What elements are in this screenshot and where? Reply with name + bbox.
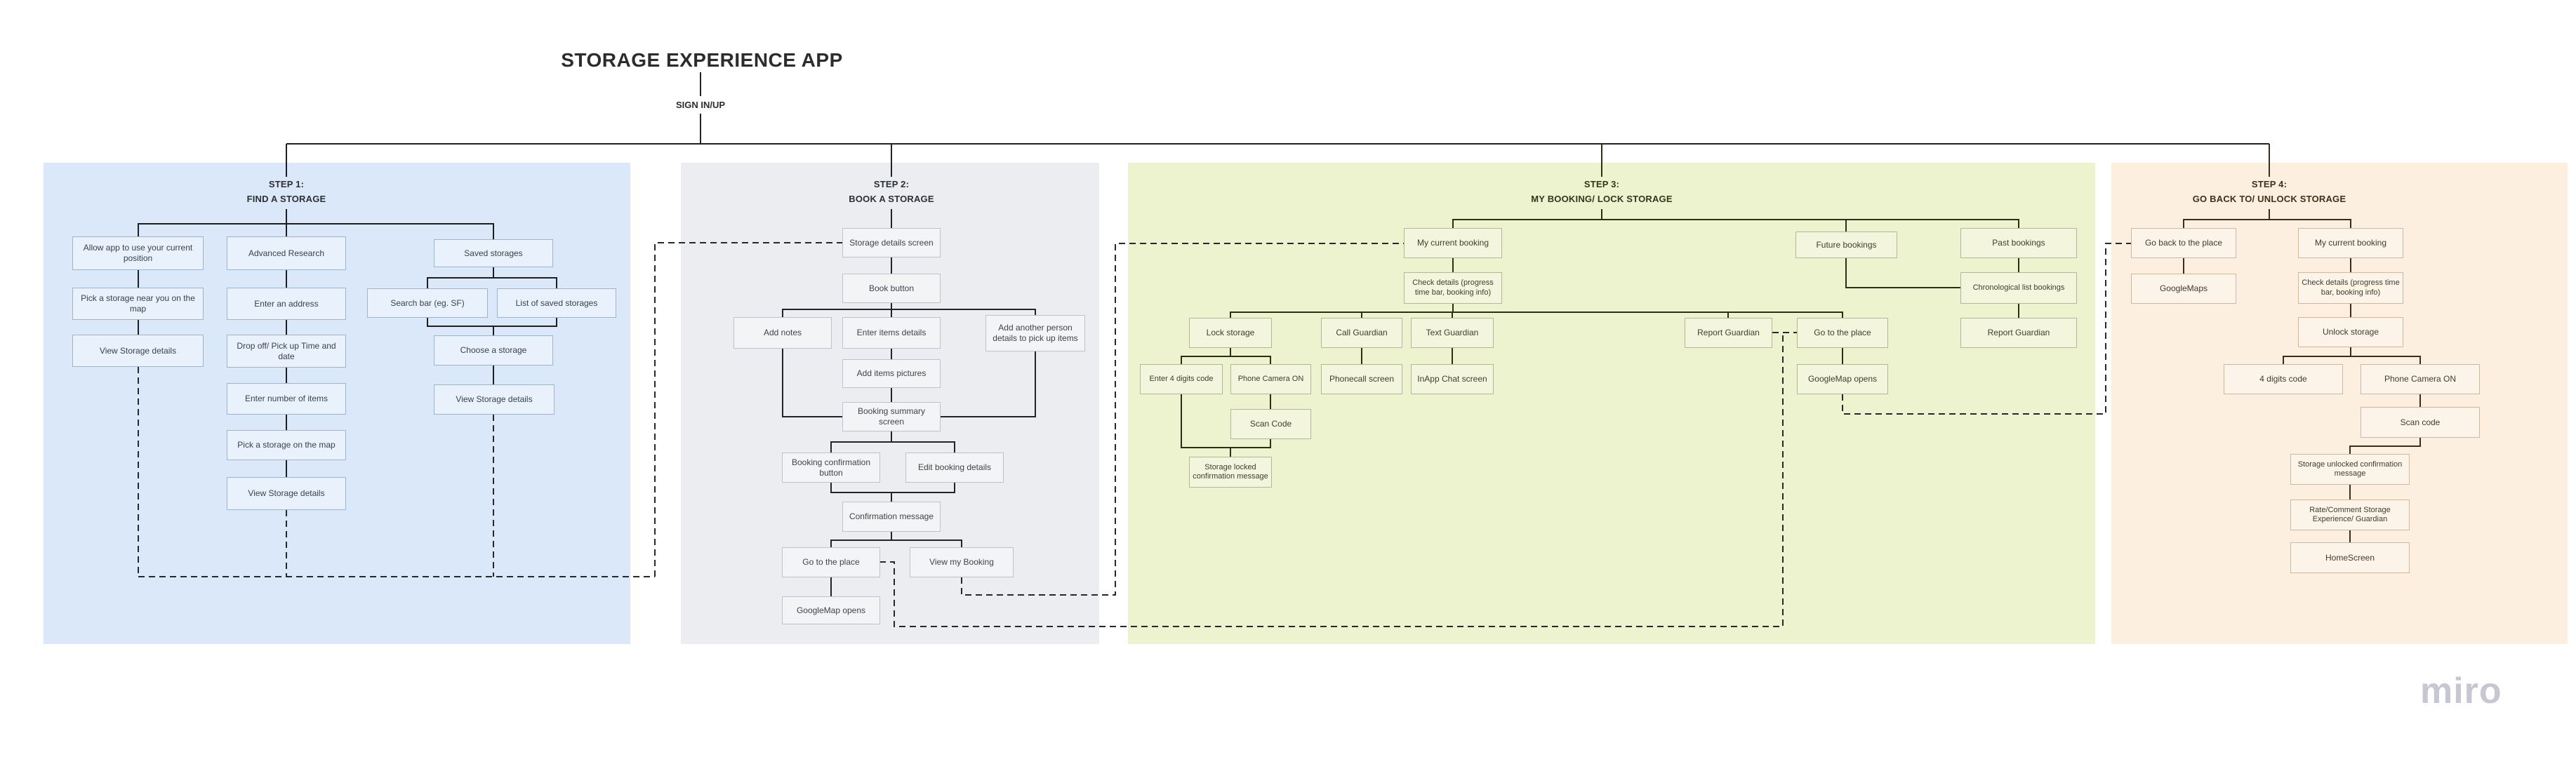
step3-header-line1: STEP 3: <box>1584 179 1620 189</box>
step4-header: STEP 4: GO BACK TO/ UNLOCK STORAGE <box>2150 177 2389 206</box>
node-future-bookings[interactable]: Future bookings <box>1795 232 1897 258</box>
node-chronological-list-bookings[interactable]: Chronological list bookings <box>1960 272 2077 304</box>
node-storage-details-screen[interactable]: Storage details screen <box>842 228 941 257</box>
node-phone-camera-on-step3[interactable]: Phone Camera ON <box>1230 364 1311 394</box>
node-googlemap-opens-step3[interactable]: GoogleMap opens <box>1797 364 1888 394</box>
node-my-current-booking-step4[interactable]: My current booking <box>2298 228 2403 258</box>
node-add-another-person[interactable]: Add another person details to pick up it… <box>985 315 1085 351</box>
step1-header: STEP 1: FIND A STORAGE <box>167 177 406 206</box>
node-search-bar[interactable]: Search bar (eg. SF) <box>367 288 488 318</box>
node-advanced-research[interactable]: Advanced Research <box>227 236 346 270</box>
node-check-details-step3[interactable]: Check details (progress time bar, bookin… <box>1404 272 1502 304</box>
node-unlock-storage[interactable]: Unlock storage <box>2298 317 2403 347</box>
node-edit-booking-details[interactable]: Edit booking details <box>905 453 1004 483</box>
node-inapp-chat-screen[interactable]: InApp Chat screen <box>1411 364 1494 394</box>
step2-header: STEP 2: BOOK A STORAGE <box>772 177 1011 206</box>
node-googlemaps[interactable]: GoogleMaps <box>2131 274 2236 304</box>
node-check-details-step4[interactable]: Check details (progress time bar, bookin… <box>2298 272 2403 304</box>
node-rate-comment-experience[interactable]: Rate/Comment Storage Experience/ Guardia… <box>2290 500 2410 530</box>
node-4-digits-code[interactable]: 4 digits code <box>2224 364 2343 394</box>
step4-header-line1: STEP 4: <box>2251 179 2288 189</box>
node-go-back-to-the-place[interactable]: Go back to the place <box>2131 228 2236 258</box>
node-enter-number-of-items[interactable]: Enter number of items <box>227 383 346 415</box>
node-add-notes[interactable]: Add notes <box>733 317 832 349</box>
node-lock-storage[interactable]: Lock storage <box>1189 318 1272 348</box>
node-booking-summary-screen[interactable]: Booking summary screen <box>842 402 941 431</box>
node-list-of-saved-storages[interactable]: List of saved storages <box>497 288 616 318</box>
node-book-button[interactable]: Book button <box>842 274 941 303</box>
node-phone-camera-on-step4[interactable]: Phone Camera ON <box>2361 364 2480 394</box>
node-my-current-booking-step3[interactable]: My current booking <box>1404 228 1502 258</box>
node-call-guardian[interactable]: Call Guardian <box>1321 318 1402 348</box>
node-enter-4-digits-code[interactable]: Enter 4 digits code <box>1140 364 1223 394</box>
node-confirmation-message[interactable]: Confirmation message <box>842 502 941 532</box>
node-scan-code-step3[interactable]: Scan Code <box>1230 409 1311 439</box>
node-enter-an-address[interactable]: Enter an address <box>227 288 346 320</box>
root-connector <box>286 72 2269 145</box>
node-saved-storages[interactable]: Saved storages <box>434 239 553 267</box>
node-phonecall-screen[interactable]: Phonecall screen <box>1321 364 1402 394</box>
step2-header-line1: STEP 2: <box>873 179 910 189</box>
node-view-storage-details-1[interactable]: View Storage details <box>72 335 204 367</box>
page-title: STORAGE EXPERIENCE APP <box>561 49 843 71</box>
node-report-guardian-2[interactable]: Report Guardian <box>1960 318 2077 348</box>
node-view-storage-details-3[interactable]: View Storage details <box>434 384 555 415</box>
step1-header-line1: STEP 1: <box>268 179 305 189</box>
node-add-items-pictures[interactable]: Add items pictures <box>842 359 941 388</box>
step3-header-line2: MY BOOKING/ LOCK STORAGE <box>1531 194 1673 204</box>
node-dropoff-pickup-time[interactable]: Drop off/ Pick up Time and date <box>227 335 346 368</box>
sign-in-up-label: SIGN IN/UP <box>675 100 726 110</box>
node-choose-a-storage[interactable]: Choose a storage <box>434 335 553 366</box>
node-go-to-the-place-step2[interactable]: Go to the place <box>782 547 880 577</box>
node-past-bookings[interactable]: Past bookings <box>1960 228 2077 258</box>
step2-header-line2: BOOK A STORAGE <box>849 194 934 204</box>
node-view-my-booking[interactable]: View my Booking <box>910 547 1014 577</box>
node-allow-current-position[interactable]: Allow app to use your current position <box>72 236 204 270</box>
step3-header: STEP 3: MY BOOKING/ LOCK STORAGE <box>1482 177 1721 206</box>
node-text-guardian[interactable]: Text Guardian <box>1411 318 1494 348</box>
node-booking-confirmation-button[interactable]: Booking confirmation button <box>782 453 880 483</box>
node-googlemap-opens-step2[interactable]: GoogleMap opens <box>782 596 880 624</box>
node-pick-storage-on-map[interactable]: Pick a storage on the map <box>227 430 346 460</box>
node-storage-locked-confirmation[interactable]: Storage locked confirmation message <box>1189 457 1272 488</box>
step4-header-line2: GO BACK TO/ UNLOCK STORAGE <box>2192 194 2346 204</box>
node-homescreen[interactable]: HomeScreen <box>2290 542 2410 573</box>
node-enter-items-details[interactable]: Enter items details <box>842 317 941 349</box>
step1-header-line2: FIND A STORAGE <box>246 194 326 204</box>
node-pick-storage-near-you[interactable]: Pick a storage near you on the map <box>72 288 204 320</box>
node-go-to-the-place-step3[interactable]: Go to the place <box>1797 318 1888 348</box>
node-storage-unlocked-confirmation[interactable]: Storage unlocked confirmation message <box>2290 454 2410 485</box>
node-report-guardian-1[interactable]: Report Guardian <box>1685 318 1772 348</box>
node-scan-code-step4[interactable]: Scan code <box>2361 407 2480 438</box>
miro-logo: miro <box>2420 671 2502 711</box>
node-view-storage-details-2[interactable]: View Storage details <box>227 477 346 510</box>
step3-panel <box>1128 163 2095 644</box>
